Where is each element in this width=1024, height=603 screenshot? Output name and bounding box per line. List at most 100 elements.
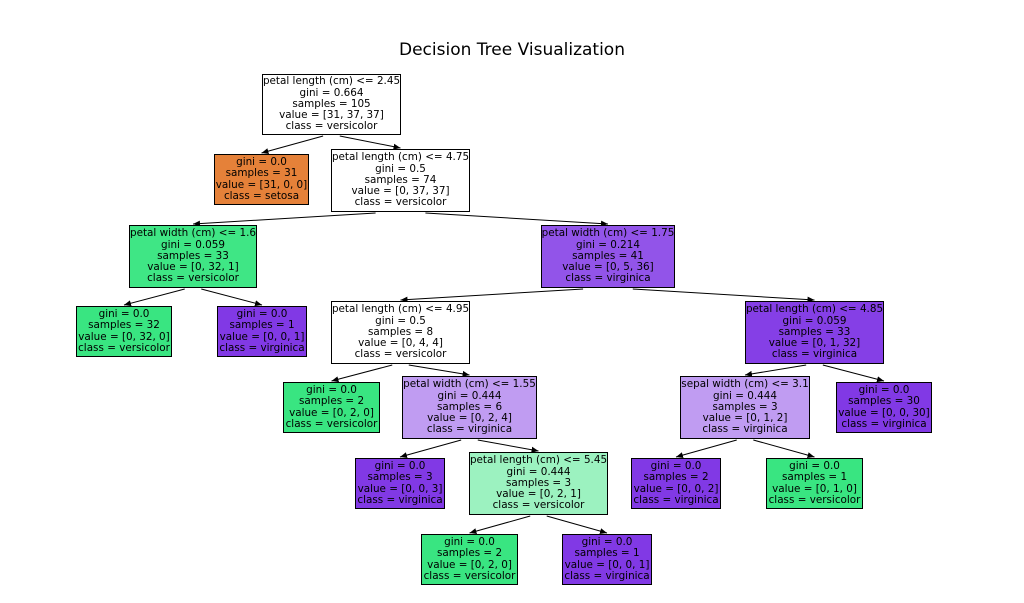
node-text-line: value = [0, 0, 3] [357, 482, 443, 495]
node-text-line: samples = 8 [367, 325, 434, 338]
node-text-line: class = versicolor [354, 196, 447, 209]
node-text-line: samples = 33 [778, 325, 851, 338]
node-text-line: value = [0, 2, 1] [496, 488, 581, 501]
node-text-line: gini = 0.0 [858, 383, 910, 396]
node-text-line: samples = 2 [298, 395, 365, 408]
node-text-line: samples = 41 [572, 249, 644, 262]
node-text-line: value = [0, 0, 1] [219, 330, 305, 343]
node-text-line: class = virginica [771, 348, 858, 361]
edge-n14-n15 [744, 364, 807, 377]
node-text-line: class = virginica [357, 493, 443, 506]
node-text-line: value = [0, 0, 30] [838, 406, 930, 419]
node-text-line: class = virginica [702, 423, 788, 436]
node-text-line: value = [0, 1, 2] [702, 412, 788, 425]
node-text-line: gini = 0.059 [160, 238, 225, 251]
edge-n3-n4 [123, 288, 185, 307]
edge-n2-n6 [425, 212, 609, 227]
node-text-line: gini = 0.0 [581, 535, 633, 548]
node-text-line: class = versicolor [354, 348, 447, 361]
edge-n15-n17 [753, 439, 815, 459]
node-text-line: samples = 1 [574, 547, 640, 560]
edge-n9-n11 [477, 439, 539, 453]
edge-n7-n8 [331, 364, 393, 383]
node-text-line: samples = 32 [88, 319, 160, 332]
node-text-line: gini = 0.0 [236, 307, 288, 320]
node-text-line: value = [0, 0, 1] [564, 558, 650, 571]
edge-n0-n2 [339, 135, 401, 150]
diagram-title: Decision Tree Visualization [399, 40, 625, 60]
edge-n6-n14 [632, 288, 815, 303]
node-text-line: petal length (cm) <= 4.85 [745, 303, 884, 316]
node-text-line: sepal width (cm) <= 3.1 [681, 378, 809, 391]
node-text-line: petal length (cm) <= 4.95 [331, 303, 470, 316]
node-text-line: gini = 0.0 [98, 307, 150, 320]
node-text-line: class = versicolor [78, 341, 170, 354]
node-text-line: value = [0, 32, 0] [78, 330, 170, 343]
node-text-line: class = virginica [219, 341, 305, 354]
node-text-line: gini = 0.0 [444, 535, 495, 548]
node-text-line: samples = 3 [712, 400, 778, 413]
node-text-line: samples = 3 [505, 476, 572, 489]
node-text-line: samples = 3 [367, 471, 433, 484]
node-text-line: class = virginica [633, 493, 719, 506]
node-text-line: class = virginica [564, 569, 650, 582]
node-text-line: value = [0, 37, 37] [351, 185, 450, 198]
node-text-line: value = [0, 1, 0] [772, 482, 857, 495]
edge-n11-n13 [546, 515, 608, 534]
node-text-line: samples = 105 [292, 97, 371, 110]
node-text-line: samples = 1 [781, 471, 848, 484]
edge-n3-n5 [201, 288, 263, 307]
edge-n15-n16 [675, 439, 737, 459]
node-text-line: gini = 0.5 [375, 314, 426, 327]
node-text-line: petal length (cm) <= 4.75 [331, 151, 470, 164]
node-text-line: class = versicolor [768, 493, 861, 506]
node-text-line: class = versicolor [285, 120, 378, 133]
node-text-line: value = [0, 2, 4] [427, 412, 512, 425]
node-text-line: petal width (cm) <= 1.55 [403, 378, 536, 391]
edge-n2-n3 [192, 212, 376, 227]
edge-n14-n18 [822, 364, 885, 383]
node-text-line: gini = 0.0 [650, 459, 702, 472]
node-text-line: petal width (cm) <= 1.6 [129, 227, 257, 240]
edge-n7-n9 [408, 364, 470, 377]
node-text-line: gini = 0.444 [506, 465, 571, 478]
node-text-line: samples = 74 [364, 173, 437, 186]
node-text-line: class = versicolor [423, 569, 516, 582]
node-text-line: class = versicolor [285, 417, 378, 430]
node-text-line: class = virginica [426, 423, 513, 436]
node-text-line: value = [31, 37, 37] [279, 109, 384, 122]
node-text-line: class = virginica [565, 272, 651, 285]
node-text-line: samples = 2 [643, 471, 709, 484]
node-text-line: samples = 31 [225, 167, 298, 180]
node-text-line: value = [0, 5, 36] [562, 261, 654, 274]
node-text-line: gini = 0.0 [374, 459, 426, 472]
node-text-line: class = virginica [841, 417, 927, 430]
node-text-line: gini = 0.444 [712, 389, 777, 402]
node-text-line: samples = 30 [848, 395, 920, 408]
node-text-line: gini = 0.444 [437, 389, 502, 402]
node-text-line: samples = 33 [157, 249, 229, 262]
node-text-line: value = [0, 0, 2] [633, 482, 719, 495]
edge-n11-n12 [469, 515, 531, 535]
node-text-line: value = [0, 1, 32] [768, 337, 861, 350]
node-text-line: gini = 0.5 [375, 162, 426, 175]
node-text-line: class = setosa [223, 189, 300, 202]
edge-n6-n7 [400, 288, 584, 303]
node-text-line: value = [0, 4, 4] [358, 337, 443, 350]
